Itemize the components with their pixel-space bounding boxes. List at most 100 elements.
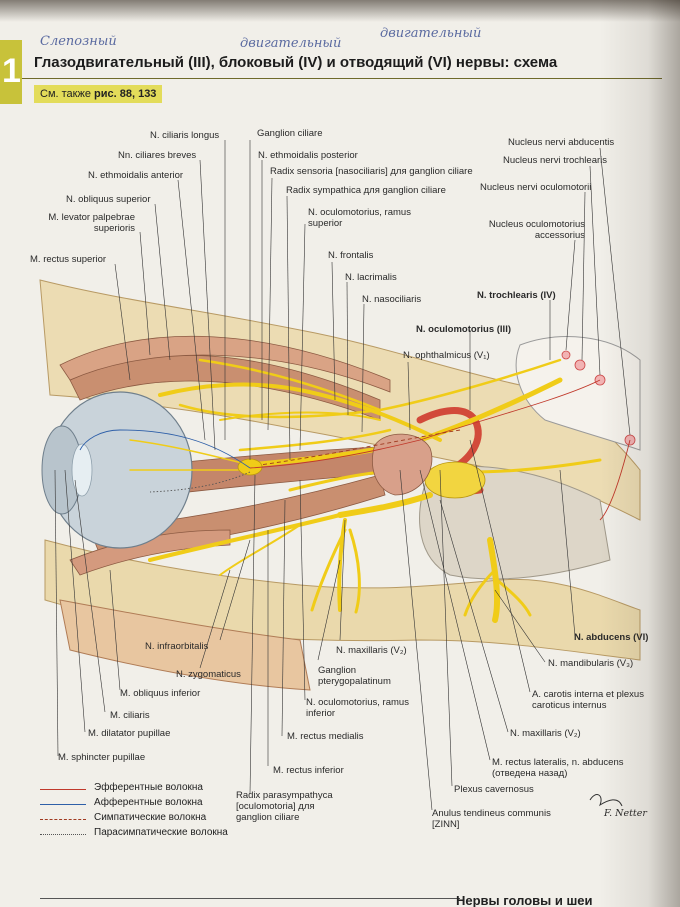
nerve-ciliary-short [129, 439, 251, 466]
label-carotis-line2: caroticus internus [532, 700, 607, 711]
label-nucleus-trochlearis: Nucleus nervi trochlearis [503, 155, 608, 166]
muscle-levator [59, 335, 391, 393]
label-ganglion-ciliare: Ganglion ciliare [257, 128, 323, 139]
leader-nucleus-oculomotorii [581, 191, 586, 361]
legend-item-sympathetic: Симпатические волокна [40, 812, 260, 826]
leader-frontalis [331, 261, 336, 401]
label-radix-parasym: Radix parasympathyca [oculomotoria] для … [236, 790, 333, 823]
nerve-ophthalmic [158, 382, 442, 442]
leader-radix-sympathica [286, 195, 291, 461]
legend-swatch-sympathetic [40, 819, 86, 820]
leader-abducens [559, 469, 576, 637]
label-nucleus-accessorius-line2: accessorius [534, 230, 585, 241]
label-ophthalmicus: N. ophthalmicus (V₁) [403, 350, 490, 361]
nerve-mandibular-branch-2 [495, 578, 532, 617]
label-rectus-lateralis-line2: (отведена назад) [492, 768, 568, 779]
leader-ophthalmicus [407, 361, 411, 431]
handwritten-note-1: Слепозный [40, 34, 117, 49]
label-levator: M. levator palpebrae superioris [40, 212, 135, 234]
leader-maxillaris-1 [339, 519, 346, 641]
label-anulus-line2: [ZINN] [432, 819, 460, 830]
label-rectus-medialis: M. rectus medialis [287, 731, 364, 742]
leader-ganglion-ptery [317, 559, 341, 661]
leader-zygomaticus [199, 569, 231, 669]
label-frontalis: N. frontalis [328, 250, 374, 261]
label-radix-parasym-line3: ganglion ciliare [236, 812, 300, 823]
label-dilatator: M. dilatator pupillae [88, 728, 171, 739]
label-rectus-lateralis-line1: M. rectus lateralis, n. abducens [492, 757, 624, 768]
label-obliquus-inferior: M. obliquus inferior [120, 688, 201, 699]
label-plexus-cavernosus: Plexus cavernosus [454, 784, 534, 795]
see-also-prefix: См. также [40, 88, 91, 100]
label-mandibularis: N. mandibularis (V₃) [548, 658, 634, 669]
label-carotis-line1: A. carotis interna et plexus [532, 689, 644, 700]
leader-rectus-lateralis [419, 469, 491, 761]
label-zygomaticus: N. zygomaticus [176, 669, 241, 680]
nerve-maxillary [337, 492, 433, 518]
label-nucleus-oculomotorii: Nucleus nervi oculomotorii [480, 182, 592, 193]
next-section-heading: Нервы головы и шеи [456, 893, 593, 907]
nerve-zygomatic [219, 524, 301, 576]
label-infraorbitalis: N. infraorbitalis [145, 641, 209, 652]
label-sphincter: M. sphincter pupillae [58, 752, 146, 763]
label-obliquus-superior: N. obliquus superior [66, 194, 151, 205]
lens [71, 443, 93, 497]
bottom-rule [40, 898, 460, 899]
leader-infraorbitalis [219, 539, 251, 641]
label-maxillaris-2: N. maxillaris (V₂) [510, 728, 581, 739]
leader-anulus [399, 469, 433, 811]
legend-swatch-afferent [40, 804, 86, 805]
legend-swatch-efferent [40, 789, 86, 790]
leader-radix-sensoria [267, 177, 273, 431]
label-abducens: N. abducens (VI) [574, 632, 649, 643]
label-lacrimalis: N. lacrimalis [345, 272, 397, 283]
title-rule [22, 78, 662, 79]
leader-levator [139, 231, 151, 356]
label-anulus: Anulus tendineus communis [ZINN] [432, 808, 551, 830]
legend-item-efferent: Эфферентные волокна [40, 782, 260, 796]
afferent-fibre-path [79, 429, 251, 469]
leader-ramus-superior [299, 223, 306, 451]
label-oculomotorius-III: N. oculomotorius (III) [416, 324, 511, 335]
label-trochlearis: N. trochlearis (IV) [477, 290, 556, 301]
label-rectus-inferior: M. rectus inferior [273, 765, 344, 776]
leader-nucleus-trochlearis [589, 165, 601, 376]
nerve-pterygopalatine-2 [310, 528, 347, 612]
label-ethmoidalis-anterior: N. ethmoidalis anterior [88, 170, 184, 181]
label-ganglion-ptery-line2: pterygopalatinum [318, 676, 391, 687]
efferent-fibre-path [249, 379, 601, 469]
label-anulus-line1: Anulus tendineus communis [432, 808, 551, 819]
nerve-pterygopalatine-1 [337, 518, 347, 612]
legend-label-afferent: Афферентные волокна [94, 797, 203, 808]
artist-signature-mark [589, 794, 623, 807]
maxilla-bone [59, 599, 311, 691]
label-rectus-superior: M. rectus superior [30, 254, 107, 265]
chapter-tab [0, 40, 22, 104]
label-levator-line2: superioris [93, 223, 135, 234]
label-ramus-inferior-line1: N. oculomotorius, ramus [306, 697, 409, 708]
chapter-number: 1 [2, 52, 21, 90]
leader-mandibularis [494, 589, 546, 663]
artist-signature: F. Netter [604, 808, 647, 819]
legend-swatch-parasympathetic [40, 834, 86, 835]
see-also-refs[interactable]: рис. 88, 133 [94, 88, 157, 100]
leader-ramus-inferior [299, 479, 306, 701]
leader-obliquus-inferior [109, 569, 121, 691]
label-radix-sympathica: Radix sympathica для ganglion ciliare [286, 185, 446, 196]
label-m-ciliaris: M. ciliaris [110, 710, 150, 721]
leader-nucleus-accessorius [565, 239, 576, 351]
label-nasociliaris: N. nasociliaris [362, 294, 422, 305]
leader-obliquus-superior [154, 203, 171, 361]
leader-ethmoidalis-anterior [177, 179, 206, 441]
label-rectus-lateralis: M. rectus lateralis, n. abducens (отведе… [492, 757, 623, 779]
label-carotis: A. carotis interna et plexus caroticus i… [532, 689, 644, 711]
leader-lacrimalis [346, 281, 349, 416]
leader-radix-parasym [249, 474, 256, 795]
legend-label-sympathetic: Симпатические волокна [94, 812, 207, 823]
handwritten-note-2: двигательный [240, 36, 342, 51]
leader-sphincter [54, 469, 59, 757]
nerve-mandibular [487, 537, 501, 623]
label-nucleus-accessorius-line1: Nucleus oculomotorius [488, 219, 585, 230]
